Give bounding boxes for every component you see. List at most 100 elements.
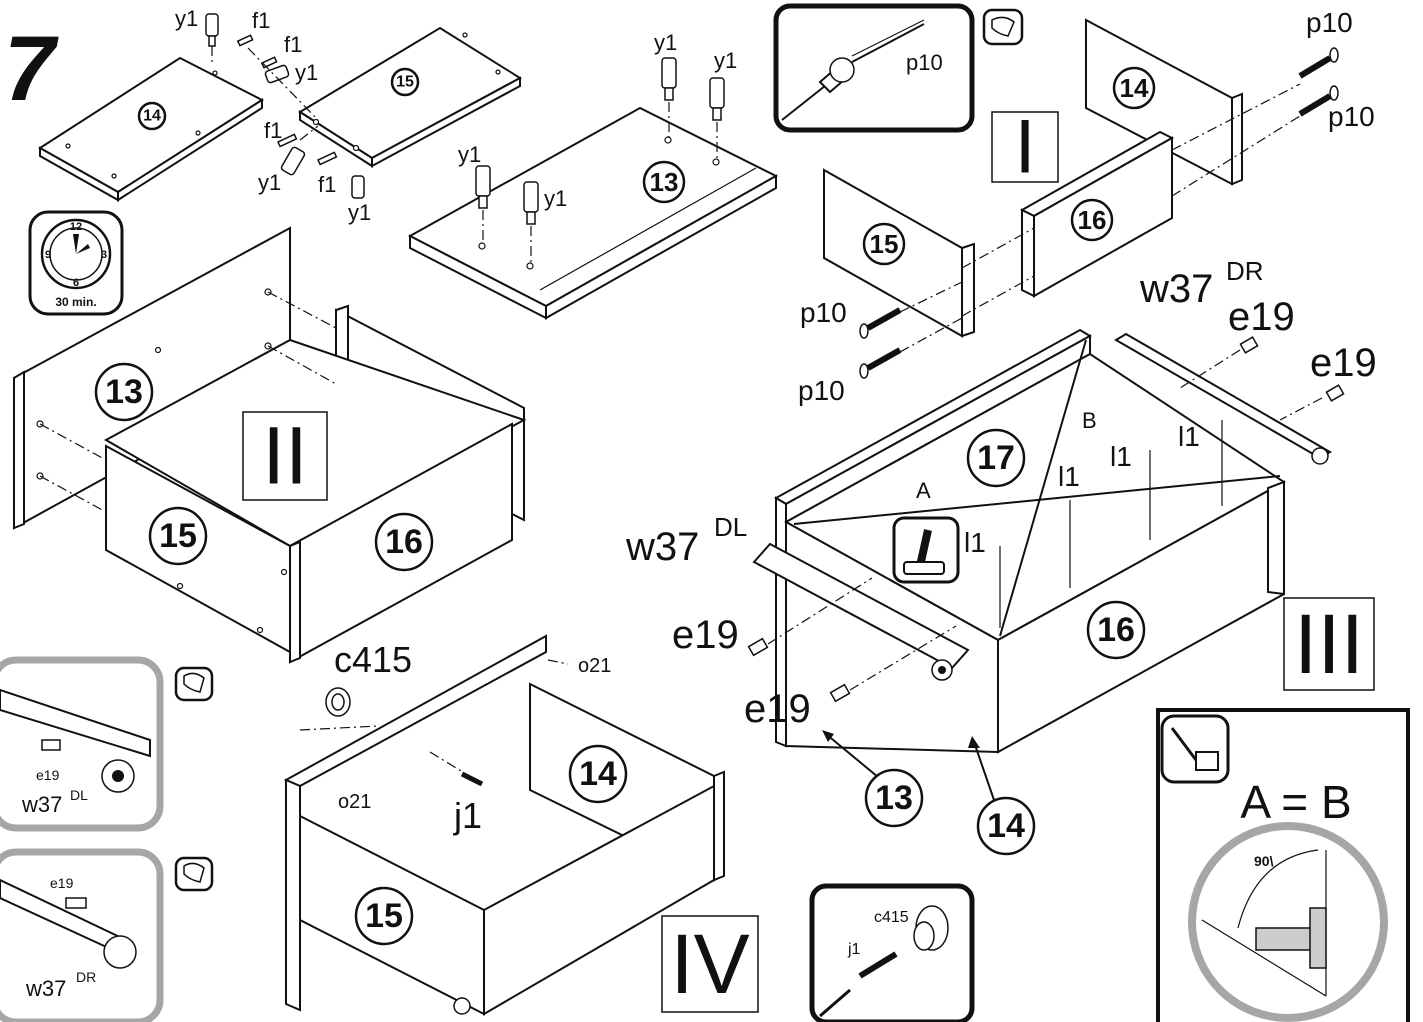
slide-w37-dr: w37 DR bbox=[1114, 256, 1332, 465]
screw-j1: j1 bbox=[453, 771, 484, 836]
svg-text:16: 16 bbox=[385, 523, 423, 561]
svg-text:p10: p10 bbox=[1306, 7, 1353, 38]
timer-icon: 12 3 6 9 30 min. bbox=[28, 210, 124, 316]
svg-text:y1: y1 bbox=[544, 186, 567, 211]
svg-text:II: II bbox=[262, 411, 308, 502]
svg-text:y1: y1 bbox=[348, 200, 371, 225]
stage-i-label bbox=[991, 111, 1059, 183]
dowel-f1-d: f1 bbox=[317, 151, 338, 197]
svg-text:14: 14 bbox=[143, 108, 161, 125]
svg-text:w37: w37 bbox=[21, 792, 62, 817]
stage-iii-assembly: 17 16 A B l1 l1 l1 l1 w37 DL bbox=[625, 256, 1377, 856]
svg-text:j1: j1 bbox=[453, 795, 482, 836]
timer-label: 30 min. bbox=[55, 295, 96, 309]
screw-e19-c: e19 bbox=[672, 613, 769, 657]
screwdriver-icon-dl bbox=[174, 666, 214, 702]
stage-ii-label bbox=[242, 411, 328, 501]
cam-y1-g: y1 bbox=[458, 142, 491, 209]
svg-text:16: 16 bbox=[1078, 205, 1107, 235]
stage-i-assembly: 14 16 15 p10 p10 p10 bbox=[798, 7, 1375, 406]
svg-text:e19: e19 bbox=[50, 875, 74, 891]
svg-text:l1: l1 bbox=[1058, 461, 1080, 492]
screw-p10-b: p10 bbox=[1298, 85, 1375, 132]
panel-13-top-assembly: 13 y1 y1 y1 y1 bbox=[407, 30, 779, 320]
svg-text:14: 14 bbox=[579, 755, 617, 793]
hammer-icon bbox=[892, 516, 960, 584]
slide-w37-dl: w37 DL bbox=[625, 512, 970, 681]
cam-y1-top-left: y1 bbox=[175, 6, 219, 47]
svg-text:13: 13 bbox=[650, 167, 679, 197]
cam-y1-f: y1 bbox=[709, 48, 737, 121]
top-left-panels: 14 15 y1 f1 f1 y1 f1 bbox=[38, 6, 522, 225]
svg-text:p10: p10 bbox=[906, 50, 943, 75]
svg-text:6: 6 bbox=[73, 277, 79, 289]
svg-text:III: III bbox=[1294, 597, 1364, 691]
svg-text:f1: f1 bbox=[318, 172, 336, 197]
svg-text:13: 13 bbox=[875, 779, 913, 817]
svg-text:e19: e19 bbox=[1310, 341, 1377, 385]
dowel-f1-b: f1 bbox=[260, 32, 302, 69]
svg-text:9: 9 bbox=[45, 249, 51, 261]
svg-text:15: 15 bbox=[870, 229, 899, 259]
svg-text:B: B bbox=[1082, 408, 1097, 433]
cam-y1-b: y1 bbox=[264, 60, 318, 85]
svg-text:y1: y1 bbox=[258, 170, 281, 195]
svg-text:y1: y1 bbox=[295, 60, 318, 85]
diagonal-equation: A = B bbox=[1240, 776, 1351, 828]
screw-p10-c: p10 bbox=[800, 297, 902, 339]
svg-text:e19: e19 bbox=[1228, 295, 1295, 339]
cam-y1-h: y1 bbox=[523, 181, 567, 225]
svg-text:DL: DL bbox=[714, 512, 747, 542]
screw-e19-d: e19 bbox=[744, 683, 851, 731]
p10-screw-detail: p10 bbox=[773, 3, 975, 133]
cam-y1-d: y1 bbox=[348, 175, 371, 225]
svg-text:16: 16 bbox=[1097, 611, 1135, 649]
svg-text:w37: w37 bbox=[25, 976, 66, 1001]
svg-text:15: 15 bbox=[365, 897, 403, 935]
screwdriver-icon-i bbox=[982, 8, 1024, 46]
slide-detail-dl: e19 w37 DL bbox=[0, 656, 164, 832]
svg-text:DR: DR bbox=[1226, 256, 1264, 286]
svg-text:f1: f1 bbox=[264, 118, 282, 143]
svg-text:y1: y1 bbox=[175, 6, 198, 31]
part-label-15-top bbox=[390, 67, 420, 97]
svg-text:12: 12 bbox=[70, 221, 82, 233]
svg-text:DR: DR bbox=[76, 969, 96, 985]
cam-y1-e: y1 bbox=[654, 30, 677, 101]
stage-iii-label bbox=[1283, 597, 1375, 691]
screwdriver-icon-dr bbox=[174, 856, 214, 892]
svg-text:p10: p10 bbox=[1328, 101, 1375, 132]
svg-text:A: A bbox=[916, 478, 931, 503]
part-label-14-top bbox=[137, 101, 167, 131]
svg-text:c415: c415 bbox=[874, 909, 909, 926]
svg-text:14: 14 bbox=[1120, 73, 1149, 103]
stage-iv-label bbox=[661, 915, 759, 1013]
screw-p10-a: p10 bbox=[1298, 7, 1353, 79]
stage-ii-assembly: 13 14 16 15 II bbox=[13, 226, 527, 664]
svg-text:l1: l1 bbox=[1178, 421, 1200, 452]
svg-text:w37: w37 bbox=[1139, 267, 1213, 311]
step-number: 7 bbox=[4, 18, 59, 120]
svg-text:o21: o21 bbox=[578, 655, 611, 677]
screw-p10-d: p10 bbox=[798, 347, 902, 406]
svg-text:15: 15 bbox=[396, 74, 414, 91]
knob-c415: c415 bbox=[325, 639, 412, 717]
dowel-f1-a: f1 bbox=[236, 8, 270, 47]
cam-y1-c: y1 bbox=[258, 146, 306, 195]
svg-text:15: 15 bbox=[159, 517, 197, 555]
svg-text:90\: 90\ bbox=[1254, 853, 1274, 869]
svg-text:p10: p10 bbox=[800, 297, 847, 328]
svg-text:e19: e19 bbox=[744, 687, 811, 731]
svg-text:I: I bbox=[1014, 105, 1035, 190]
stage-iv-assembly: 14 15 c415 j1 o21 o21 IV bbox=[283, 634, 759, 1016]
svg-text:17: 17 bbox=[977, 439, 1015, 477]
svg-text:w37: w37 bbox=[625, 525, 699, 569]
dowel-f1-c: f1 bbox=[264, 118, 298, 148]
svg-text:l1: l1 bbox=[964, 527, 986, 558]
svg-text:f1: f1 bbox=[284, 32, 302, 57]
knob-detail: c415 j1 bbox=[809, 883, 975, 1022]
svg-text:l1: l1 bbox=[1110, 441, 1132, 472]
svg-text:j1: j1 bbox=[847, 941, 861, 958]
svg-text:p10: p10 bbox=[798, 375, 845, 406]
